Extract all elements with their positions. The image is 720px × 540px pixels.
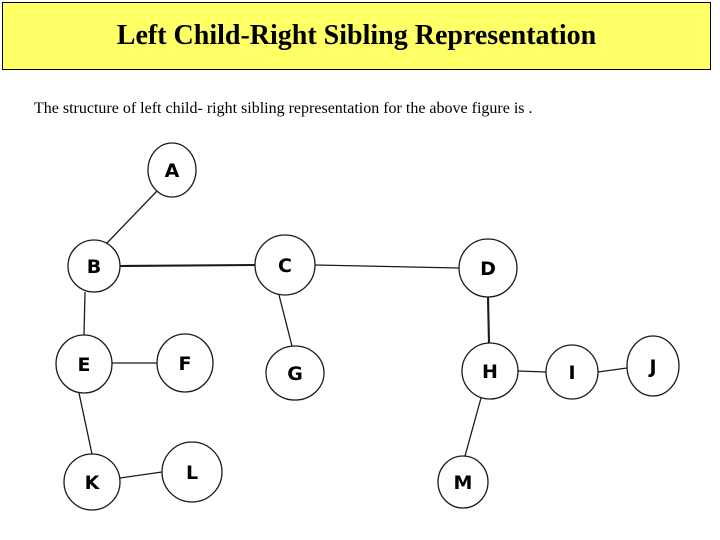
node-label-l: L [186,462,198,484]
node-b[interactable]: B [67,239,121,293]
node-circle-m [437,455,489,509]
tree-diagram: A B C D E F G H I J K L M [0,128,720,540]
node-circle-k [63,453,121,511]
node-m[interactable]: M [437,455,489,509]
edge-d-h [486,296,491,344]
edge-k-l [119,471,163,479]
node-circle-d [458,238,518,298]
title-banner: Left Child-Right Sibling Representation [2,2,711,70]
node-label-f: F [179,353,192,375]
node-l[interactable]: L [161,441,223,503]
node-label-i: I [568,362,575,384]
node-circle-h [461,342,519,400]
node-circle-b [67,239,121,293]
edge-c-d [314,264,460,269]
node-label-d: D [480,258,496,280]
edge-b-e [83,291,86,336]
edge-a-b [105,189,159,245]
node-circle-l [161,441,223,503]
node-label-e: E [78,354,91,376]
edge-h-i [517,370,547,373]
node-label-m: M [454,472,473,494]
edge-b-c [119,263,256,268]
page-title: Left Child-Right Sibling Representation [116,20,597,51]
node-e[interactable]: E [55,334,113,394]
node-circle-a [147,142,197,198]
edge-h-m [464,397,482,457]
node-d[interactable]: D [458,238,518,298]
node-label-c: C [278,255,292,277]
node-label-k: K [85,472,101,494]
node-label-a: A [165,160,180,182]
tree-diagram-svg: A B C D E F G H I J K L M [55,142,680,511]
node-circle-e [55,334,113,394]
edge-c-g [278,294,293,347]
node-label-h: H [482,361,498,383]
node-g[interactable]: G [265,345,325,401]
node-circle-j [626,335,680,397]
node-i[interactable]: I [545,344,599,400]
node-c[interactable]: C [254,234,316,296]
node-a[interactable]: A [147,142,197,198]
node-circle-i [545,344,599,400]
node-circle-c [254,234,316,296]
edge-i-j [597,367,628,373]
nodes-group: A B C D E F G H I J K L M [55,142,680,511]
edges-group [78,189,628,479]
node-label-g: G [287,363,303,385]
node-label-b: B [87,256,101,278]
edge-e-k [78,392,93,455]
node-f[interactable]: F [156,333,214,393]
node-label-j: J [647,356,656,378]
node-circle-g [265,345,325,401]
node-circle-f [156,333,214,393]
node-j[interactable]: J [626,335,680,397]
node-h[interactable]: H [461,342,519,400]
body-text: The structure of left child- right sibli… [34,100,533,117]
node-k[interactable]: K [63,453,121,511]
